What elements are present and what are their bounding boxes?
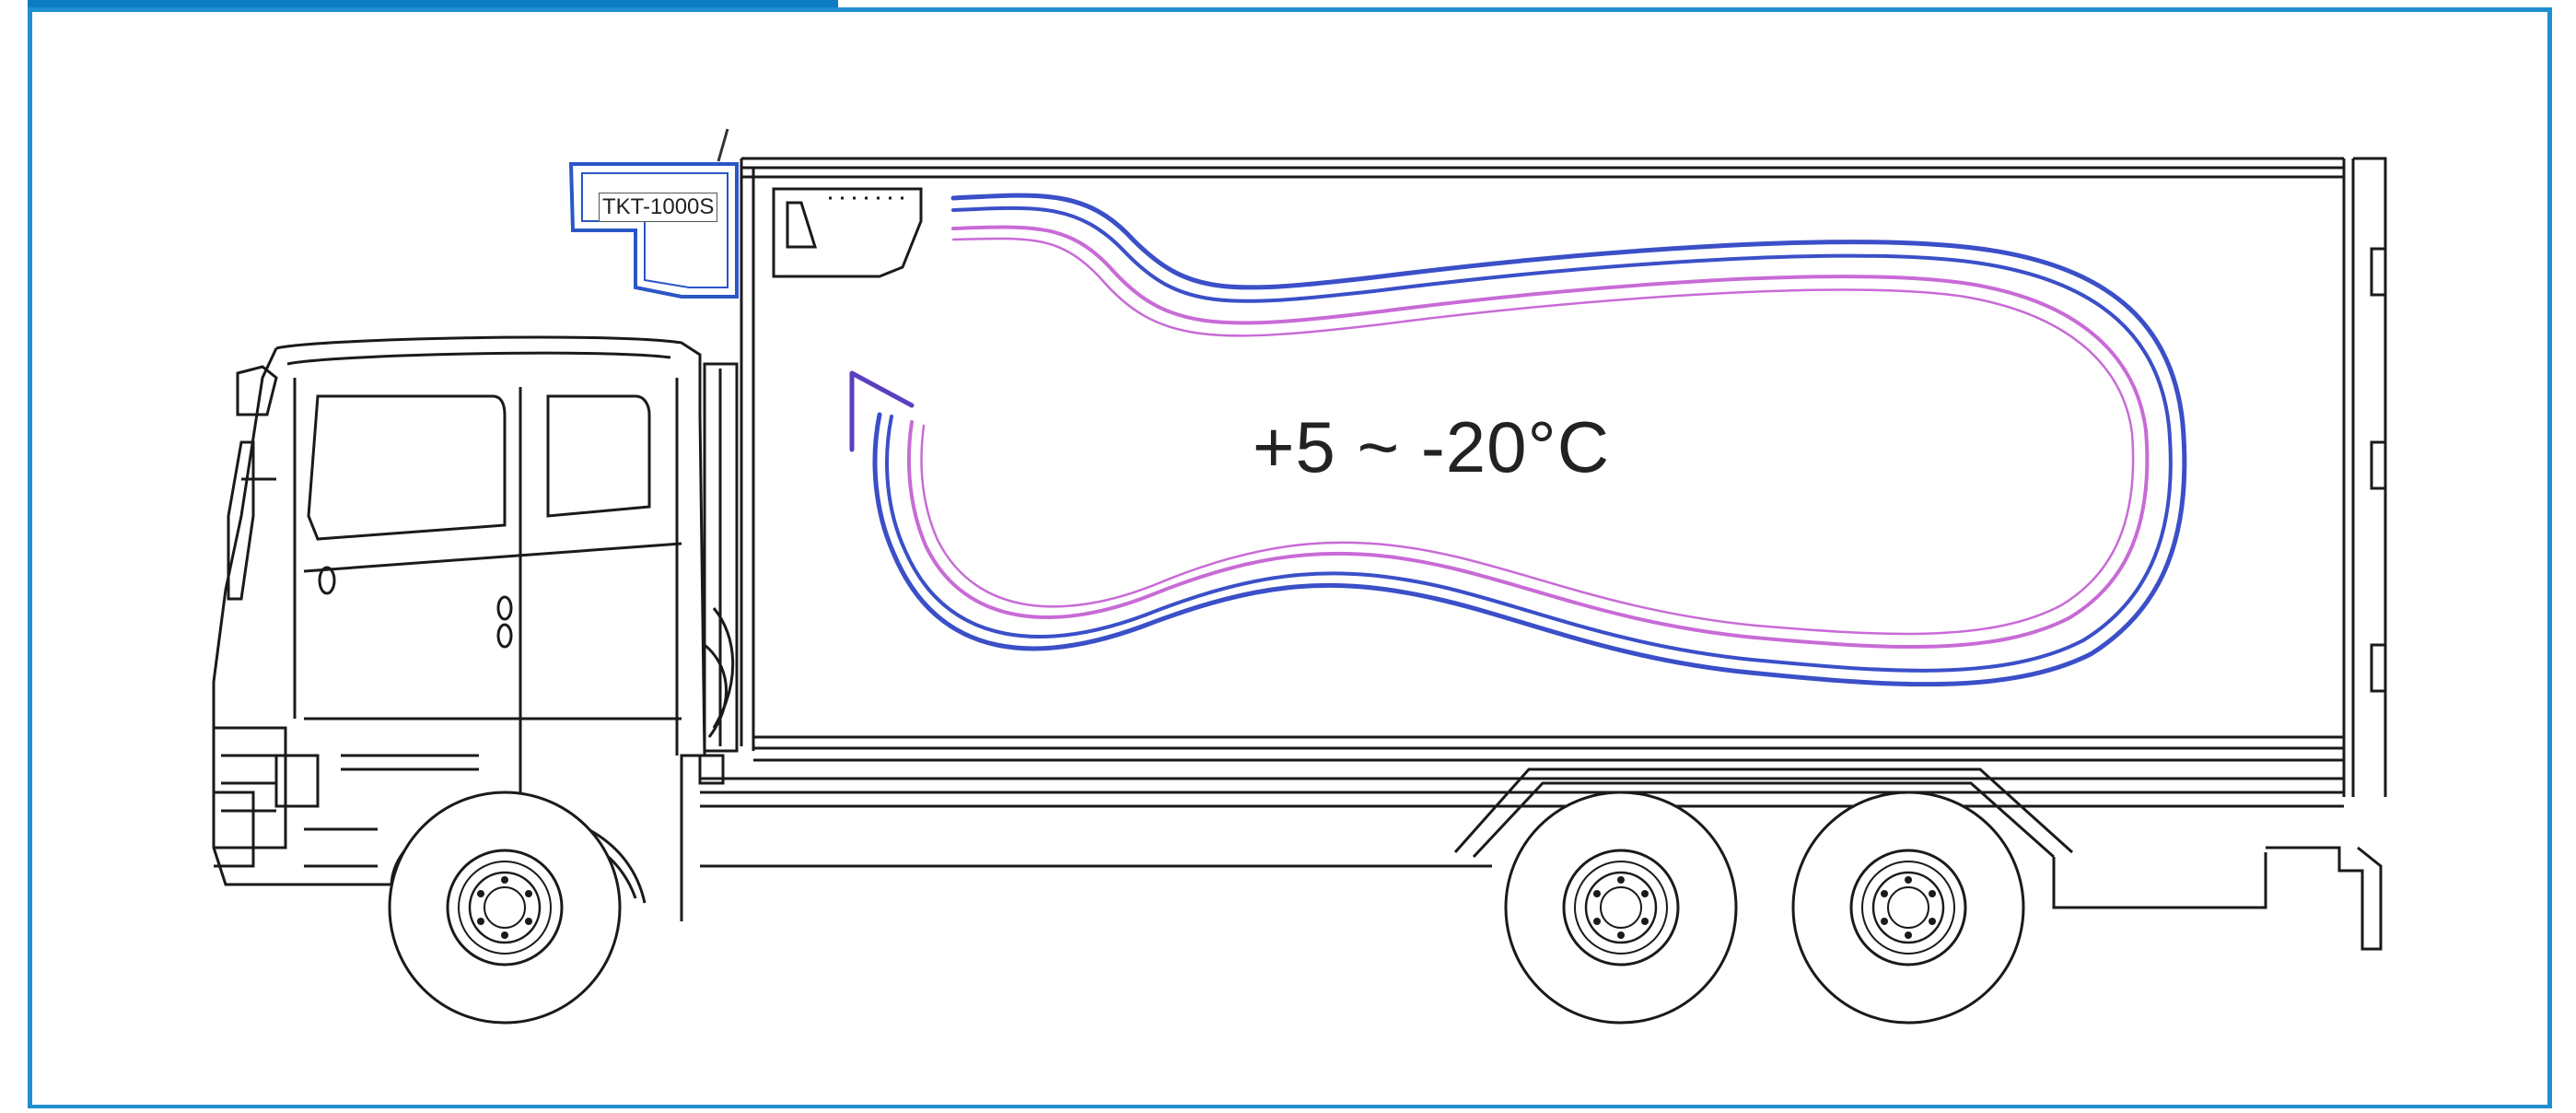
rear-wheel-1 — [1504, 791, 1738, 1025]
airflow-return — [907, 225, 2150, 650]
cargo-box — [698, 157, 2387, 951]
temperature-range-label: +5 ~ -20°C — [1253, 406, 1611, 487]
rear-wheel-2 — [1791, 791, 2025, 1025]
airflow-arrow-head — [849, 370, 915, 452]
airflow-cold-inner — [885, 205, 2173, 673]
airflow-cold-outer — [872, 193, 2187, 687]
airflow-loop — [849, 193, 2187, 687]
front-wheel — [388, 791, 622, 1025]
refrigeration-unit-label: TKT-1000S — [599, 193, 718, 222]
evaporator-unit — [772, 187, 923, 278]
airflow-return-inner — [920, 237, 2135, 636]
refrigeration-unit — [568, 128, 739, 299]
truck-cab — [212, 335, 739, 921]
